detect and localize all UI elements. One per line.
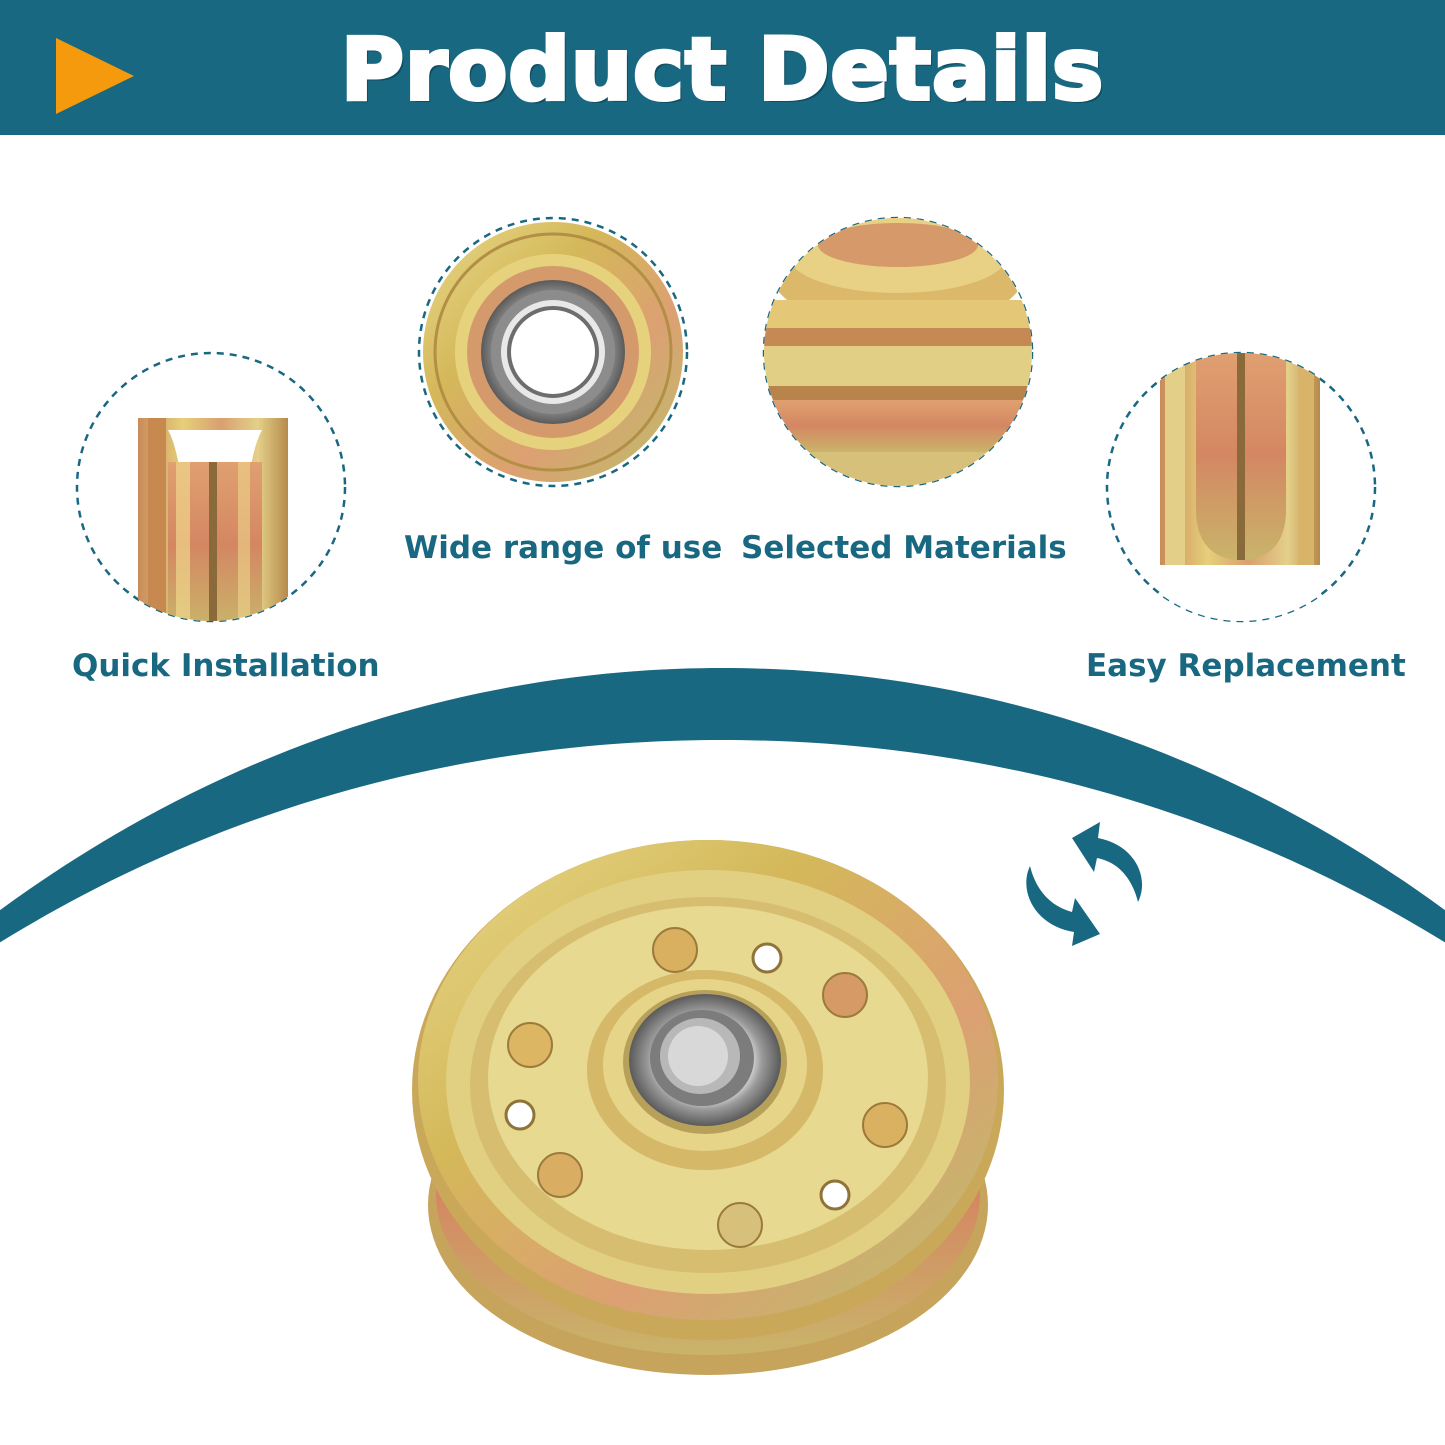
feature-label-selected-materials: Selected Materials — [741, 530, 1067, 566]
idler-pulley-icon — [412, 840, 1004, 1375]
play-arrow-icon — [56, 38, 134, 114]
pulley-side-groove-icon — [75, 351, 347, 623]
pulley-side-profile-icon — [1105, 351, 1377, 623]
feature-label-quick-installation: Quick Installation — [72, 648, 380, 684]
page-title: Product Details — [339, 18, 1105, 122]
pulley-bearing-icon — [417, 216, 689, 488]
feature-label-wide-range-of-use: Wide range of use — [404, 530, 723, 566]
decorative-arc-band — [0, 668, 1445, 943]
rotate-arrows-icon — [1026, 822, 1143, 946]
header-bar: Product Details — [0, 0, 1445, 135]
feature-label-easy-replacement: Easy Replacement — [1086, 648, 1406, 684]
pulley-rim-closeup-icon — [762, 216, 1034, 488]
